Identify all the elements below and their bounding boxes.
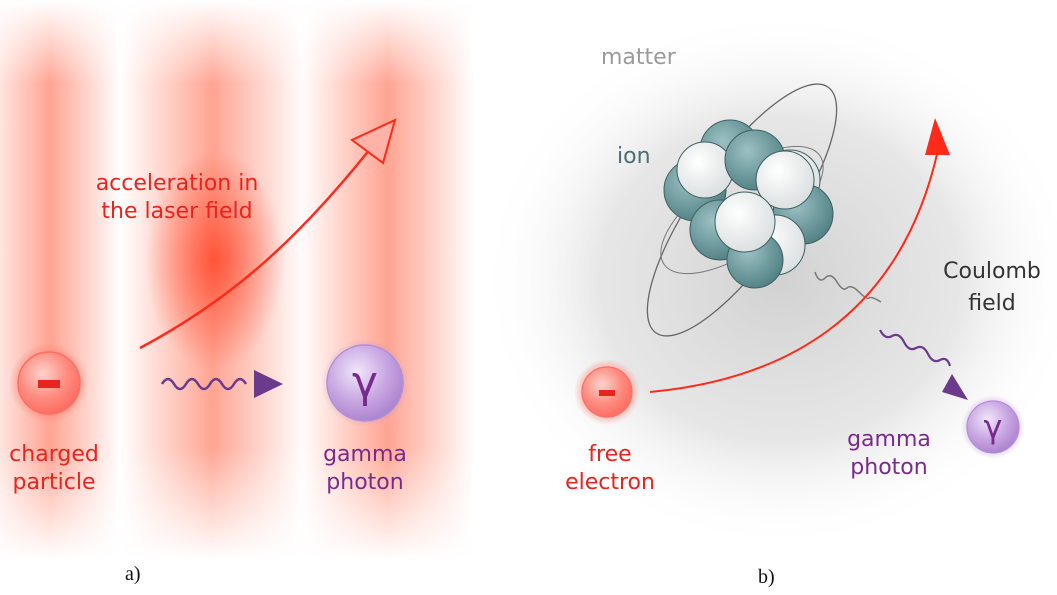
laser-hotspot — [145, 150, 285, 370]
free-electron-label-line2: electron — [565, 469, 655, 495]
charged-particle-label-line1: charged — [9, 442, 99, 467]
gamma-photon-b-label: gamma photon — [835, 426, 943, 481]
gamma-photon-label-line1: gamma — [323, 442, 407, 467]
electron-trajectory-arrowhead — [925, 118, 950, 155]
caption-b: b) — [758, 566, 775, 588]
acceleration-label-line2: the laser field — [101, 198, 253, 224]
electron-trajectory — [649, 149, 939, 393]
photon-wave-arrowhead — [254, 370, 283, 398]
charged-particle-label: charged particle — [0, 441, 114, 496]
coulomb-field-label-line2: field — [968, 290, 1016, 316]
panel-b — [480, 10, 1057, 550]
photon-wave — [160, 377, 248, 391]
panel-a — [0, 0, 475, 560]
free-electron-label: free electron — [552, 441, 668, 496]
photon-gamma-symbol: γ — [351, 357, 379, 408]
gamma-photon — [326, 344, 404, 422]
acceleration-trajectory — [139, 129, 386, 350]
caption-a: a) — [125, 563, 141, 585]
gamma-photon-label: gamma photon — [307, 441, 423, 496]
laser-band-3 — [300, 0, 475, 560]
acceleration-label-line1: acceleration in — [95, 171, 259, 196]
emitted-photon-arrowhead — [942, 374, 968, 400]
gamma-photon-b-label-line1: gamma — [847, 427, 931, 452]
ion-wave — [814, 271, 882, 303]
coulomb-field-label: Coulomb field — [930, 256, 1054, 320]
electron-minus-sign — [599, 390, 615, 396]
matter-label: matter — [601, 45, 676, 70]
emitted-photon-wave — [879, 329, 952, 367]
laser-band-1 — [0, 0, 120, 560]
gamma-photon-b — [966, 400, 1020, 454]
free-electron-label-line1: free — [588, 442, 632, 467]
acceleration-label: acceleration in the laser field — [72, 170, 282, 225]
charged-particle-label-line2: particle — [12, 469, 96, 495]
gamma-photon-b-label-line2: photon — [850, 454, 928, 480]
coulomb-field-label-line1: Coulomb — [943, 259, 1041, 284]
ion-nucleus — [663, 119, 834, 289]
trajectory-arrowhead — [350, 118, 397, 165]
gamma-photon-label-line2: photon — [326, 469, 404, 495]
charge-minus-sign — [38, 380, 60, 388]
photon-b-gamma-symbol: γ — [983, 408, 1003, 446]
ion-label: ion — [617, 144, 651, 169]
